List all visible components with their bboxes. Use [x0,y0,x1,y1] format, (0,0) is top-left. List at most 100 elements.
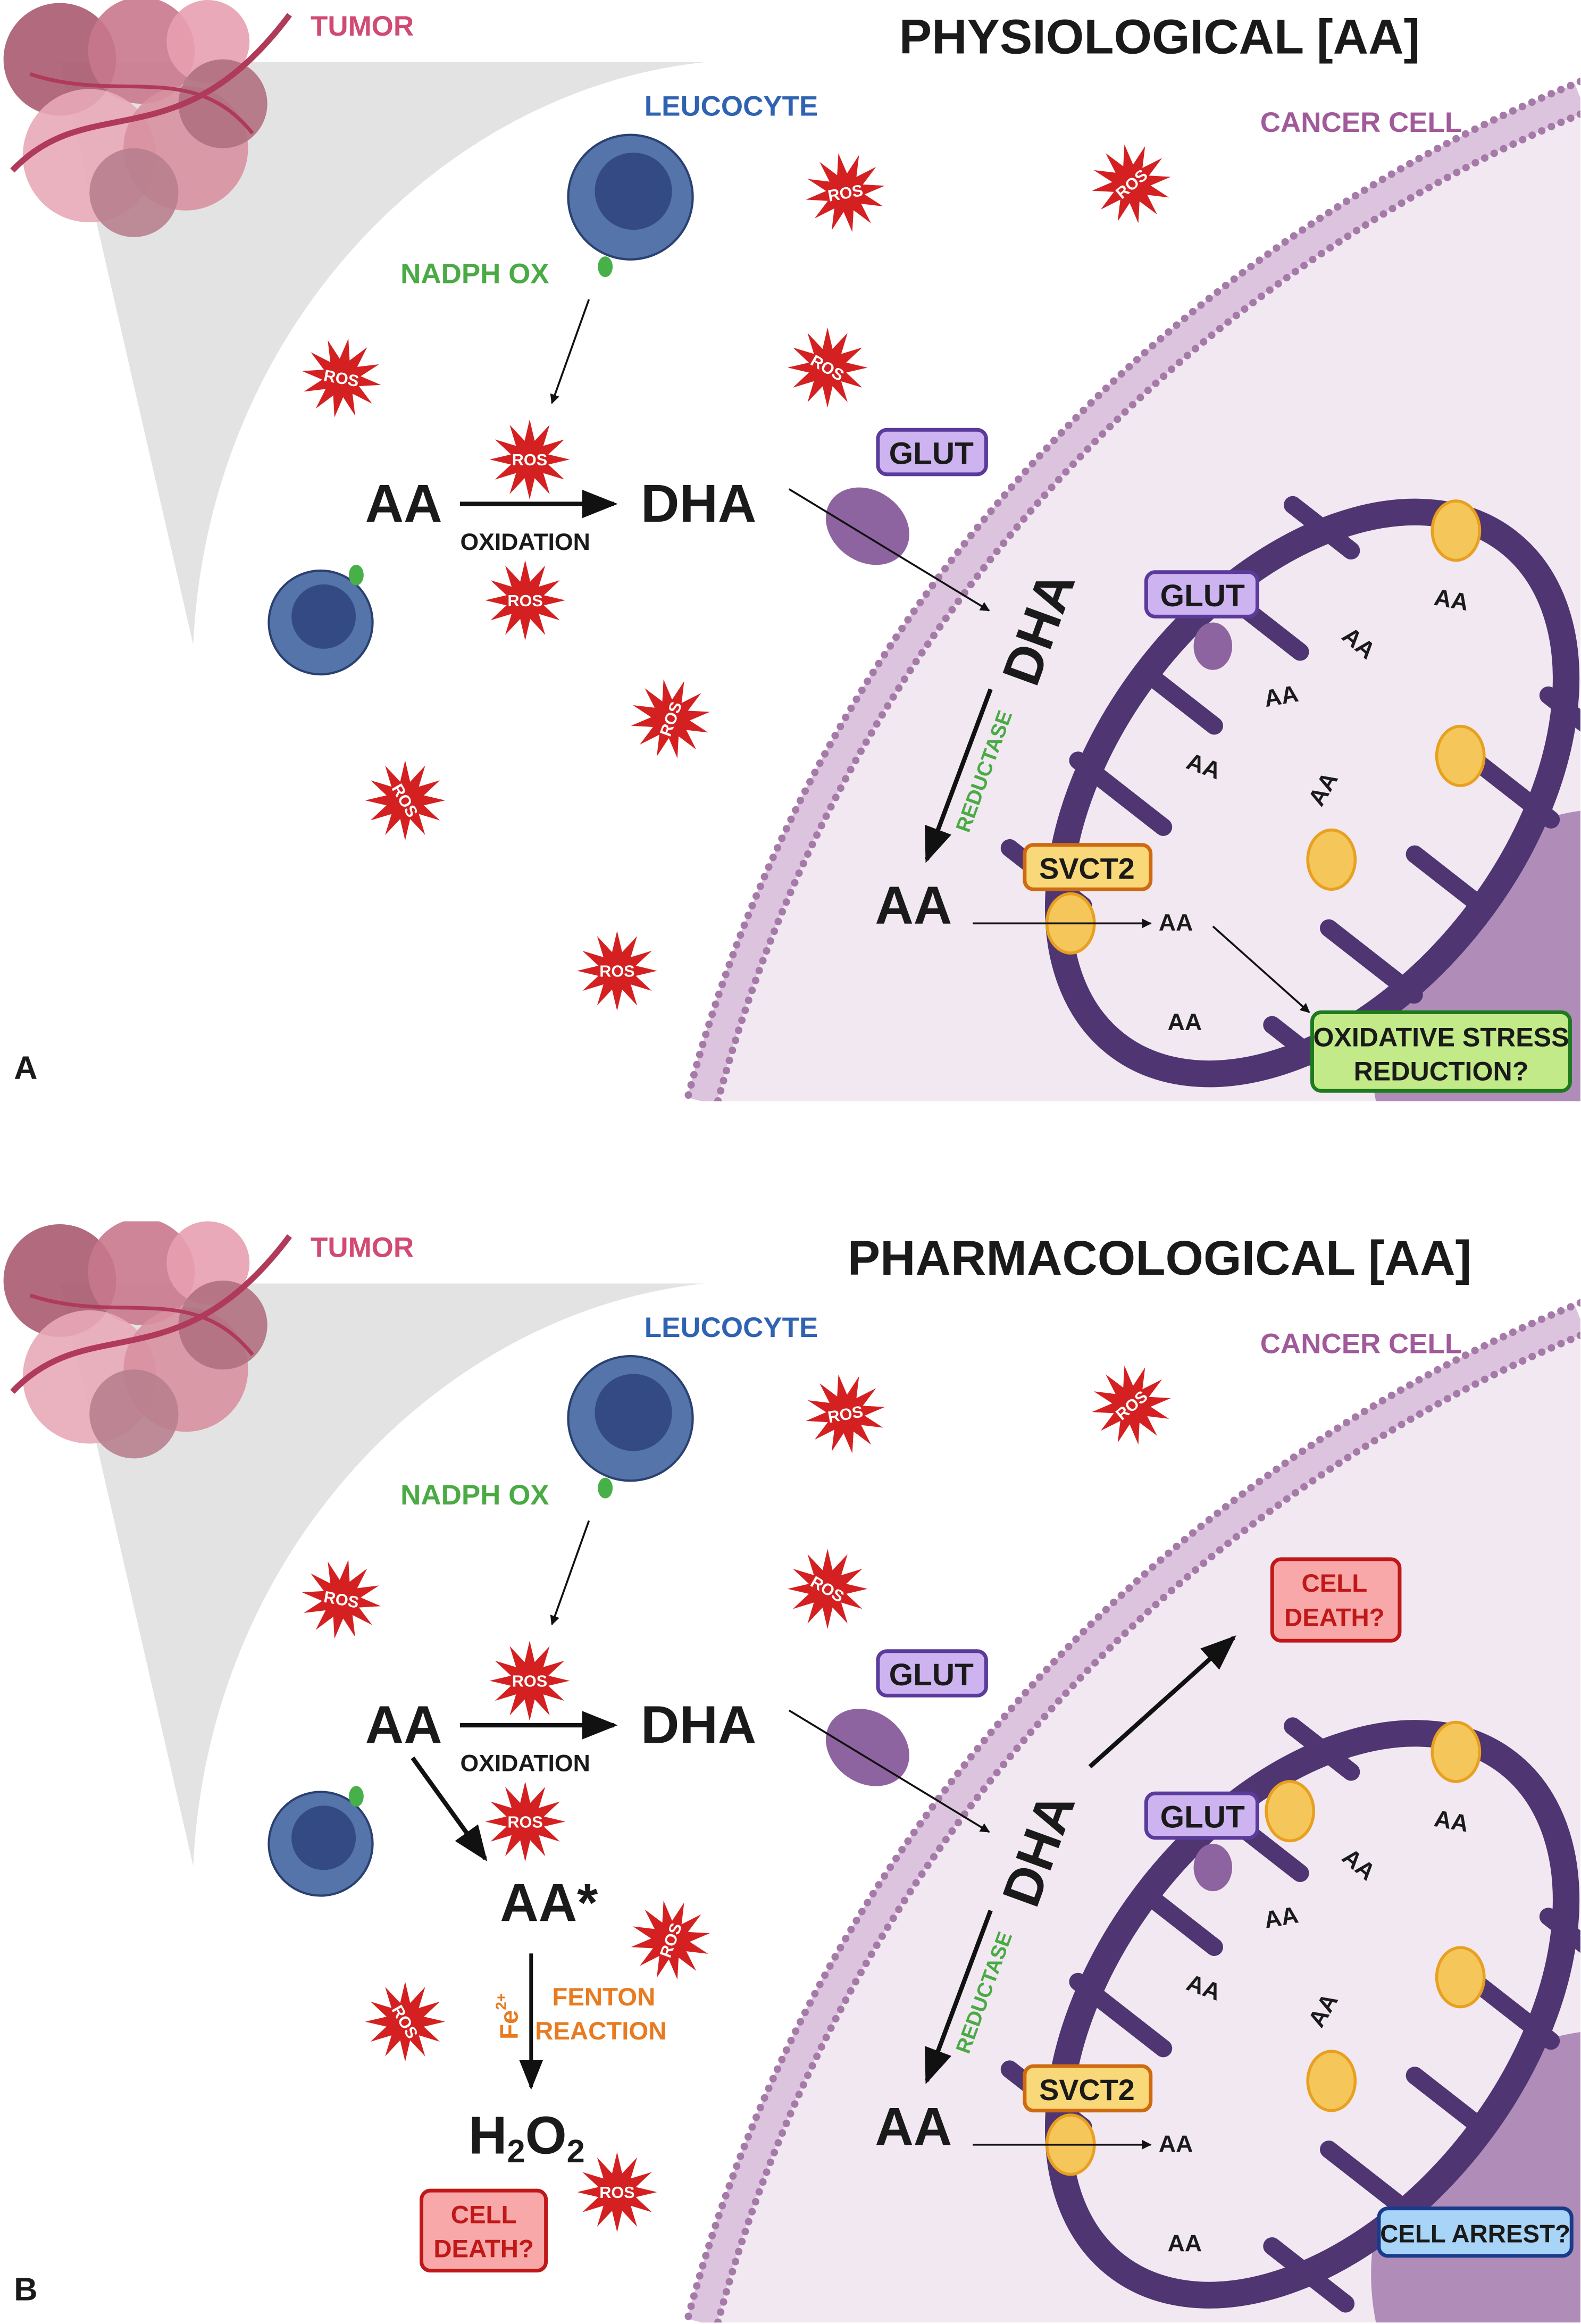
ros-star-icon [787,1549,868,1629]
ros-label: ROS [599,963,634,981]
crista [1263,2237,1355,2313]
dha-import-arrow [788,1709,990,1833]
panel-title: PHARMACOLOGICAL [AA] [848,1231,1471,1285]
ros-burst: ROS [631,679,710,758]
crista [1320,2141,1423,2225]
svct2-transporter-icon [1431,1720,1482,1783]
dha-label: DHA [641,1695,756,1755]
ros-burst: ROS [577,931,657,1011]
aa-intracellular-label: AA [875,875,952,935]
fenton-line2: REACTION [535,2017,666,2045]
h2o2-label: H2O2 [469,2105,585,2169]
crista [1137,664,1223,735]
tumor-label: TUMOR [311,1232,414,1263]
aa-label: AA [365,1695,442,1755]
reductase-arrow [924,1909,993,2085]
cancer-cell-label: CANCER CELL [1260,107,1462,138]
crista [1462,748,1560,829]
crista [1320,919,1423,1004]
outcome-box [1310,1010,1572,1093]
oxidation-label: OXIDATION [460,529,590,555]
svct2-box [1023,843,1153,891]
ros-burst: ROS [485,1781,565,1862]
mito-glut-label: GLUT [1160,579,1245,613]
ros-star-icon [787,327,868,408]
tumor-icon [3,1221,292,1459]
aa-to-aastar-arrow [411,1756,488,1862]
dha-label: DHA [641,474,756,533]
oxidation-label: OXIDATION [460,1750,590,1776]
ros-star-icon [485,560,565,640]
aa-intracellular-label: AA [875,2097,952,2156]
ros-burst: ROS [787,1549,868,1629]
glut-transporter-icon [825,487,909,565]
ros-burst: ROS [489,419,570,500]
leucocyte-label: LEUCOCYTE [645,1312,818,1343]
ros-star-icon [365,1982,446,2062]
ros-star-icon [577,2152,657,2233]
crista [1406,2067,1492,2138]
ros-star-icon [485,1781,565,1862]
tumor-icon [3,0,292,237]
cell-death-box-extracellular [420,2188,548,2273]
svct2-box [1023,2064,1153,2113]
cell-death-arrow [1088,1635,1236,1769]
glut-label: GLUT [889,436,974,471]
ros-burst: ROS [365,1982,446,2062]
mito-aa-label: AA [1159,2131,1193,2158]
nadph-oxidase-icon [348,564,364,586]
ros-burst: ROS [806,1374,885,1453]
ros-burst: ROS [577,2152,657,2233]
mito-aa-label: AA [1159,910,1193,936]
mito-aa-label: AA [1168,1009,1202,1035]
leucocyte-icon [567,1355,694,1499]
ros-burst: ROS [1092,1365,1171,1445]
mito-glut-icon [1193,622,1233,670]
glut-box [876,428,988,476]
ros-label: ROS [512,1673,547,1691]
panel-title: PHYSIOLOGICAL [AA] [899,10,1420,64]
cell-death-line2: DEATH? [433,2235,534,2263]
tumor-label: TUMOR [311,11,414,42]
cell-death-line1: CELL [1301,1569,1367,1598]
panel-letter: B [14,2270,37,2307]
aa-label: AA [365,474,442,533]
crista [1539,686,1580,741]
ros-star-icon [302,338,381,417]
ros-label: ROS [512,451,547,469]
nadph-oxidase-icon [598,1477,613,1499]
crista [1069,1972,1173,2058]
mito-aa-label: AA [1168,2230,1202,2256]
dha-import-arrow [788,488,990,612]
mito-aa-label: AA [1262,1902,1300,1933]
leucocyte-icon [267,564,374,676]
ros-star-icon [1092,1365,1171,1445]
ros-burst: ROS [806,153,885,232]
mito-glut-box [1144,570,1259,618]
ros-burst: ROS [631,1901,710,1980]
cell-arrest-label: CELL ARREST? [1380,2220,1570,2248]
aa-star-label: AA* [500,1873,598,1933]
ros-burst: ROS [489,1641,570,1721]
glut-transporter-icon [825,1709,909,1786]
mito-aa-label: AA [1432,584,1470,616]
mito-aa-label: AA [1432,1805,1470,1837]
outcome-line2: REDUCTION? [1354,1057,1529,1086]
svct2-transporter-icon [1431,499,1482,562]
ros-burst: ROS [485,560,565,640]
svct2-transporter-icon [1265,1780,1316,1843]
mito-glut-box [1144,1791,1259,1840]
svct2-label: SVCT2 [1039,2074,1135,2106]
mito-aa-label: AA [1262,681,1300,712]
cell-death-line2: DEATH? [1284,1603,1385,1632]
ros-label: ROS [599,2184,634,2202]
svct2-transporter-icon [1435,724,1486,787]
fenton-line1: FENTON [552,1983,655,2011]
cell-arrest-box [1377,2206,1574,2258]
cancer-cell-label: CANCER CELL [1260,1328,1462,1360]
cell-death-box-intracellular [1270,1557,1402,1643]
crista [1284,1717,1360,1781]
